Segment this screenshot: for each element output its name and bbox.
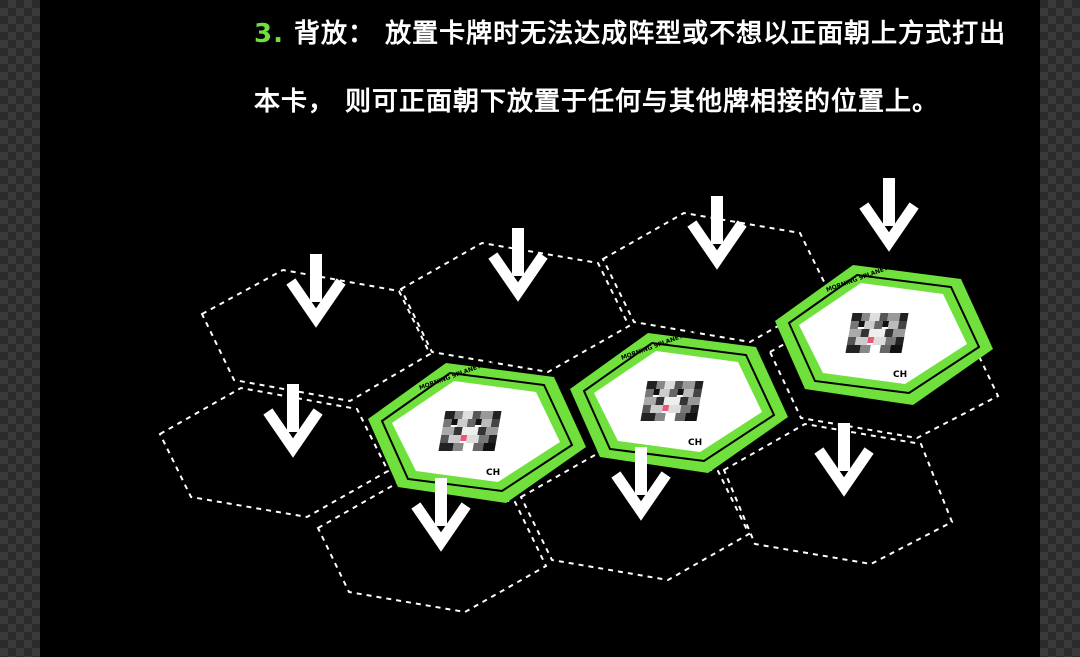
hex-slot [316,480,548,614]
green-card: CH MORNING 9PLANET MORNING 9PLANET MORNI… [368,317,609,503]
pixel-cat-icon [638,379,706,423]
down-arrow-icon [294,254,338,318]
card-logo: CH [893,370,907,380]
rule-number: 3. [254,19,284,49]
rule-title: 背放： [294,19,376,49]
pixel-cat-icon [436,409,504,453]
rule-description: 3. 背放： 放置卡牌时无法达成阵型或不想以正面朝上方式打出本卡， 则可正面朝下… [254,0,1014,136]
hex-slot [158,386,390,519]
down-arrow-icon [695,196,739,260]
down-arrow-icon [822,423,866,487]
pixel-cat-icon [843,311,911,355]
hex-slot [200,268,432,403]
hex-slot [399,241,631,374]
down-arrow-icon [271,384,315,448]
card-logo: CH [688,438,702,448]
card-logo: CH [486,468,500,478]
green-card: CH MORNING 9PLANET MORNING 9PLANET MORNI… [570,287,811,473]
green-card: CH MORNING 9PLANET MORNING 9PLANET MORNI… [775,219,1016,405]
down-arrow-icon [867,178,911,242]
rule-body: 放置卡牌时无法达成阵型或不想以正面朝上方式打出本卡， 则可正面朝下放置于任何与其… [254,19,1007,117]
hex-slot [722,422,954,566]
down-arrow-icon [496,228,540,292]
